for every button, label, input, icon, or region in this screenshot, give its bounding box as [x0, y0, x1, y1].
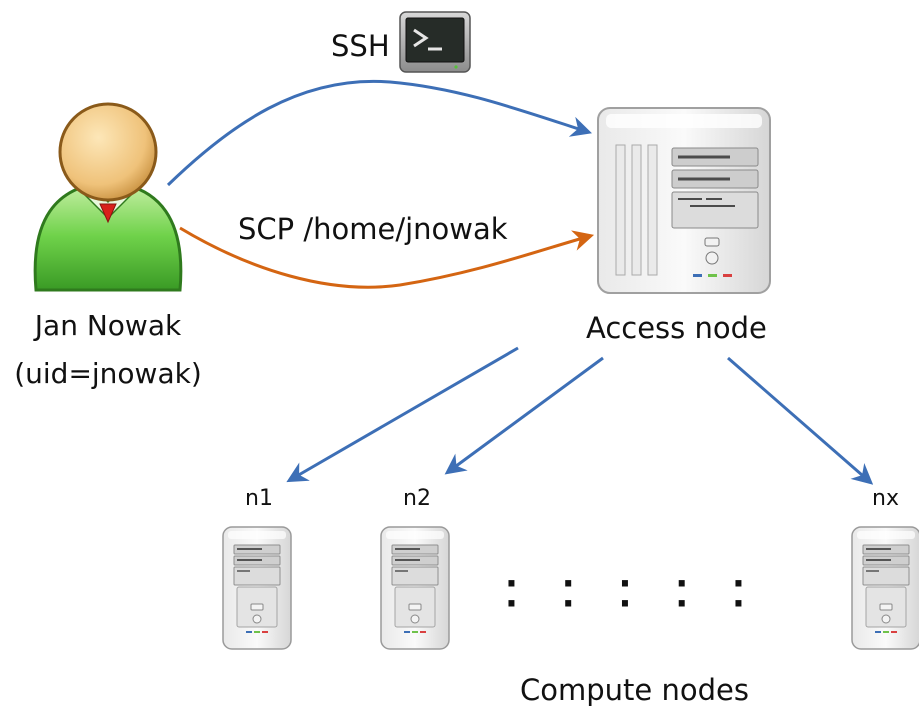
- access-node-label: Access node: [586, 311, 767, 345]
- server-tower-icon: [597, 107, 771, 294]
- ssh-arrow: [166, 79, 592, 187]
- arrow-to-n2: [444, 356, 604, 475]
- scp-arrow: [179, 226, 595, 289]
- compute-node-n1-icon: [222, 526, 292, 650]
- arrow-to-n1: [286, 346, 519, 483]
- ellipsis-dots: · · · · · · · · · ·: [505, 564, 761, 624]
- node-n1-label: n1: [245, 486, 273, 511]
- scp-label: SCP /home/jnowak: [238, 212, 508, 246]
- ssh-label: SSH: [331, 29, 390, 63]
- user-name: Jan Nowak: [34, 309, 182, 342]
- compute-nodes-label: Compute nodes: [520, 673, 749, 707]
- terminal-icon: [399, 11, 471, 73]
- node-n2-label: n2: [403, 486, 431, 511]
- compute-node-n2-icon: [380, 526, 450, 650]
- user-uid: (uid=jnowak): [14, 357, 202, 390]
- node-nx-label: nx: [872, 486, 899, 511]
- compute-node-nx-icon: [851, 526, 919, 650]
- user-icon: [33, 102, 183, 292]
- arrow-to-nx: [727, 356, 874, 485]
